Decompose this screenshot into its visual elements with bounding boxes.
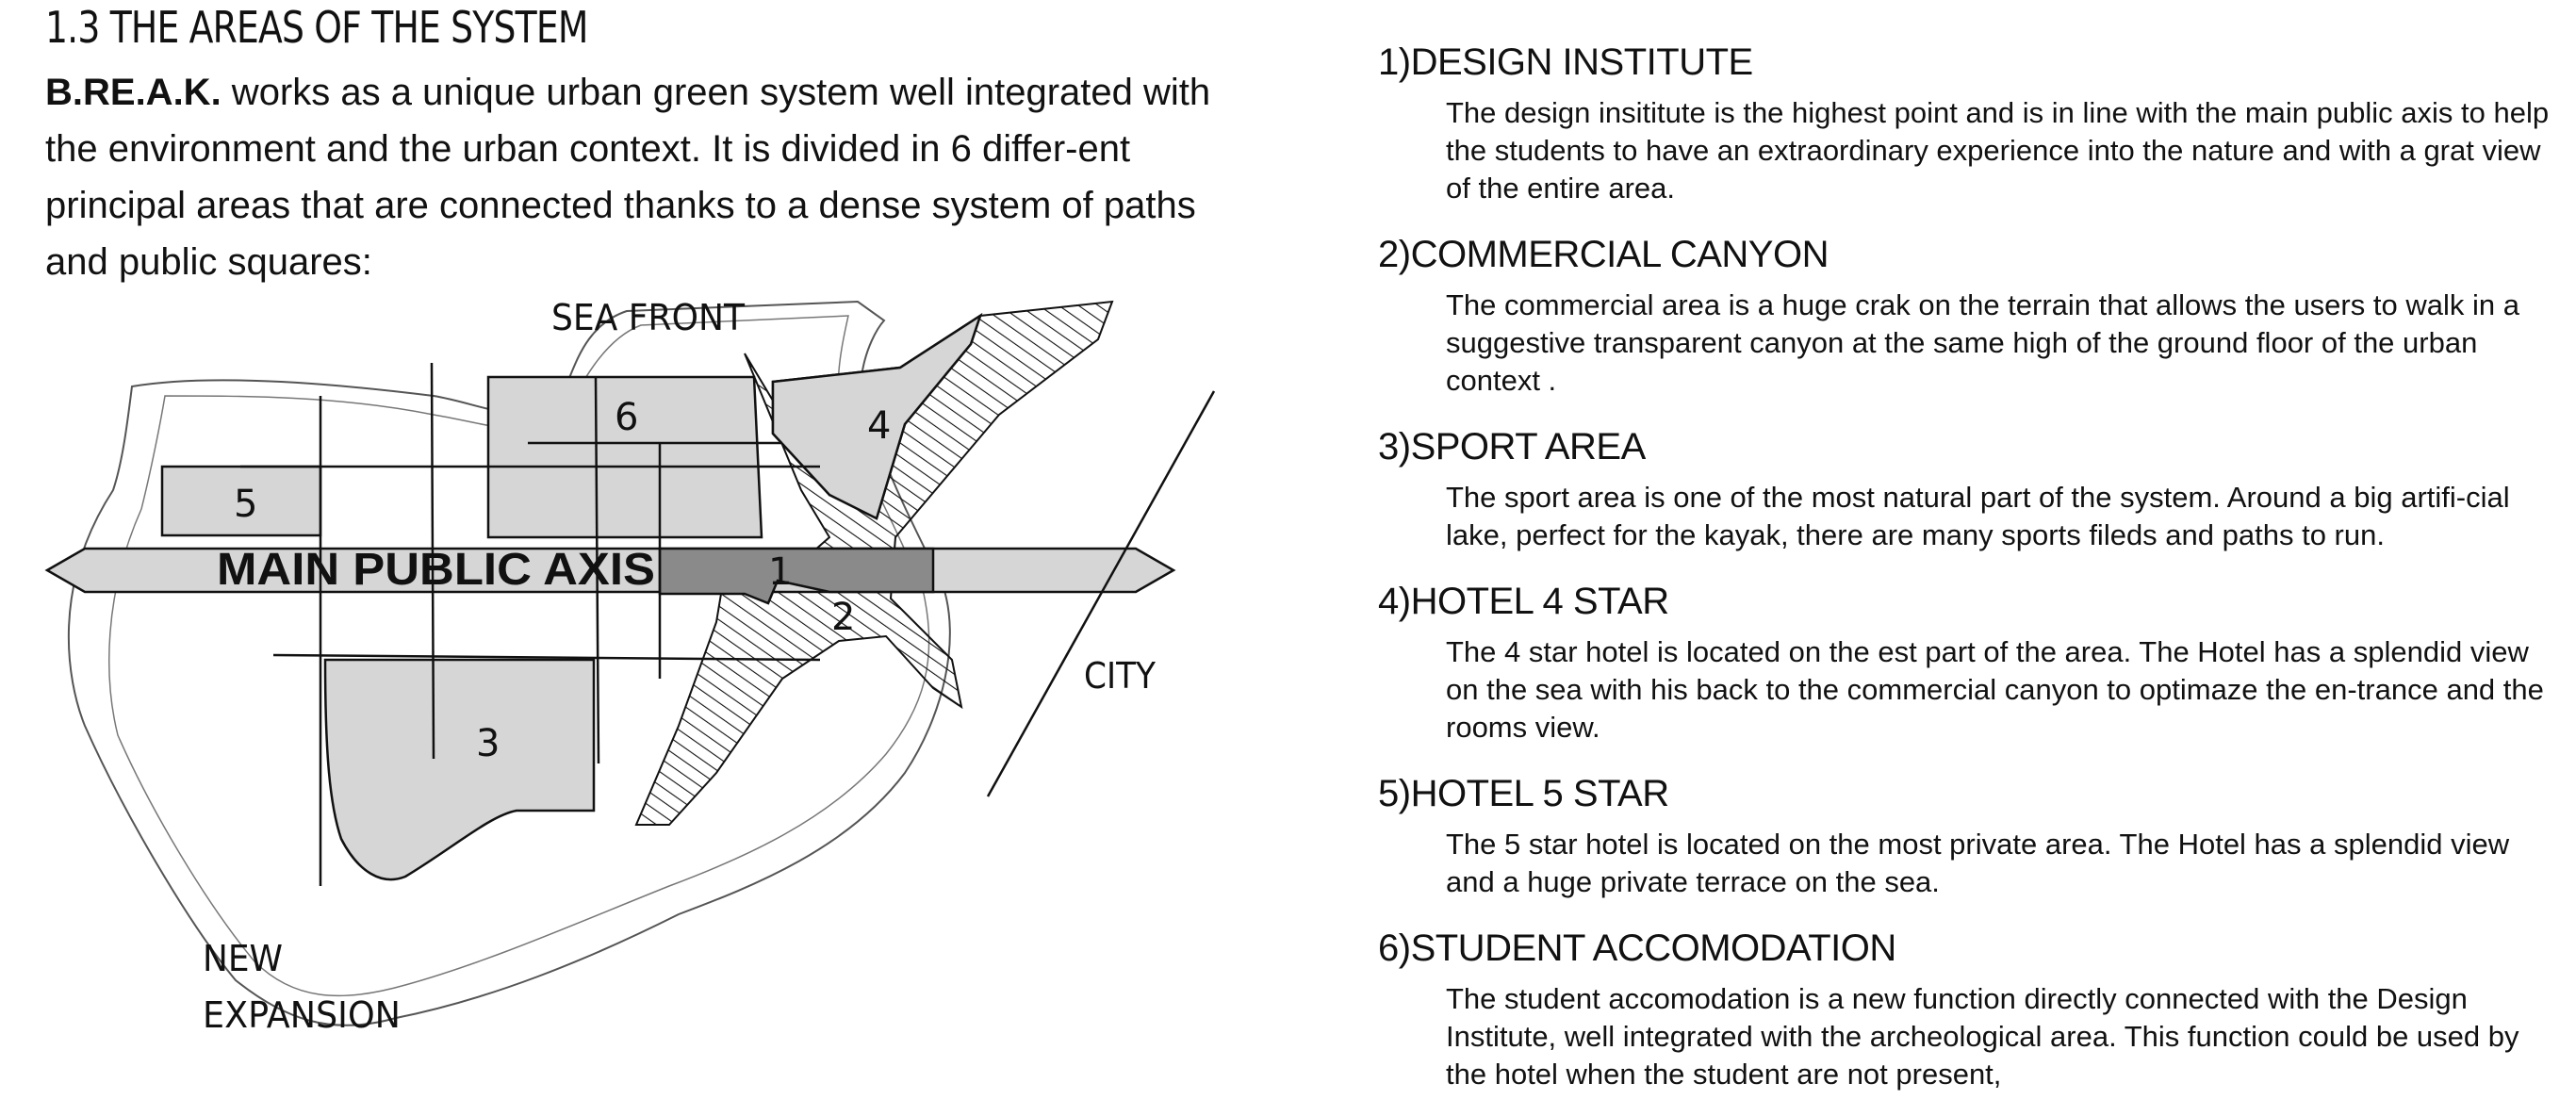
zone-1-number: 1 — [768, 550, 792, 594]
page-title: 1.3 THE AREAS OF THE SYSTEM — [45, 2, 588, 53]
section-commercial-canyon: 2)COMMERCIAL CANYON The commercial area … — [1378, 230, 2566, 400]
section-heading: 3)SPORT AREA — [1378, 426, 1646, 468]
section-heading: 2)COMMERCIAL CANYON — [1378, 234, 1829, 275]
label-city: CITY — [1084, 655, 1157, 697]
intro-bold: B.RE.A.K. — [45, 72, 222, 113]
section-heading: 4)HOTEL 4 STAR — [1378, 581, 1669, 622]
section-text: The 4 star hotel is located on the est p… — [1446, 635, 2544, 744]
zone-3-number: 3 — [476, 722, 500, 765]
section-text: The 5 star hotel is located on the most … — [1446, 828, 2510, 898]
intro-text: works as a unique urban green system wel… — [45, 72, 1211, 283]
section-heading: 1)DESIGN INSTITUTE — [1378, 41, 1753, 83]
section-hotel-5-star: 5)HOTEL 5 STAR The 5 star hotel is locat… — [1378, 769, 2566, 901]
section-text: The student accomodation is a new functi… — [1446, 982, 2519, 1091]
section-text: The design insititute is the highest poi… — [1446, 96, 2550, 205]
section-heading: 5)HOTEL 5 STAR — [1378, 773, 1669, 814]
area-descriptions: 1)DESIGN INSTITUTE The design insititute… — [1378, 38, 2566, 1116]
label-expansion: EXPANSION — [203, 994, 401, 1036]
zone-6-number: 6 — [615, 396, 638, 439]
intro-paragraph: B.RE.A.K. works as a unique urban green … — [45, 64, 1219, 290]
section-text: The commercial area is a huge crak on th… — [1446, 288, 2519, 397]
zone-4-number: 4 — [867, 404, 891, 448]
label-sea-front: SEA FRONT — [551, 297, 746, 338]
section-text: The sport area is one of the most natura… — [1446, 481, 2510, 551]
section-design-institute: 1)DESIGN INSTITUTE The design insititute… — [1378, 38, 2566, 207]
label-main-public-axis: MAIN PUBLIC AXIS — [217, 545, 655, 595]
zone-2-number: 2 — [831, 596, 855, 639]
section-hotel-4-star: 4)HOTEL 4 STAR The 4 star hotel is locat… — [1378, 577, 2566, 747]
zone-4-overlay — [771, 313, 983, 520]
label-new: NEW — [203, 938, 283, 979]
path-lines — [240, 362, 1216, 886]
site-diagram: SEA FRONT CITY NEW EXPANSION MAIN PUBLIC… — [44, 297, 1216, 1036]
zone-6-student-accomodation — [486, 375, 763, 539]
zone-1-design-institute — [658, 547, 935, 605]
section-sport-area: 3)SPORT AREA The sport area is one of th… — [1378, 422, 2566, 554]
section-student-accomodation: 6)STUDENT ACCOMODATION The student accom… — [1378, 924, 2566, 1093]
zone-5-number: 5 — [234, 483, 257, 526]
section-heading: 6)STUDENT ACCOMODATION — [1378, 927, 1896, 969]
zone-3-sport-area — [323, 658, 596, 881]
